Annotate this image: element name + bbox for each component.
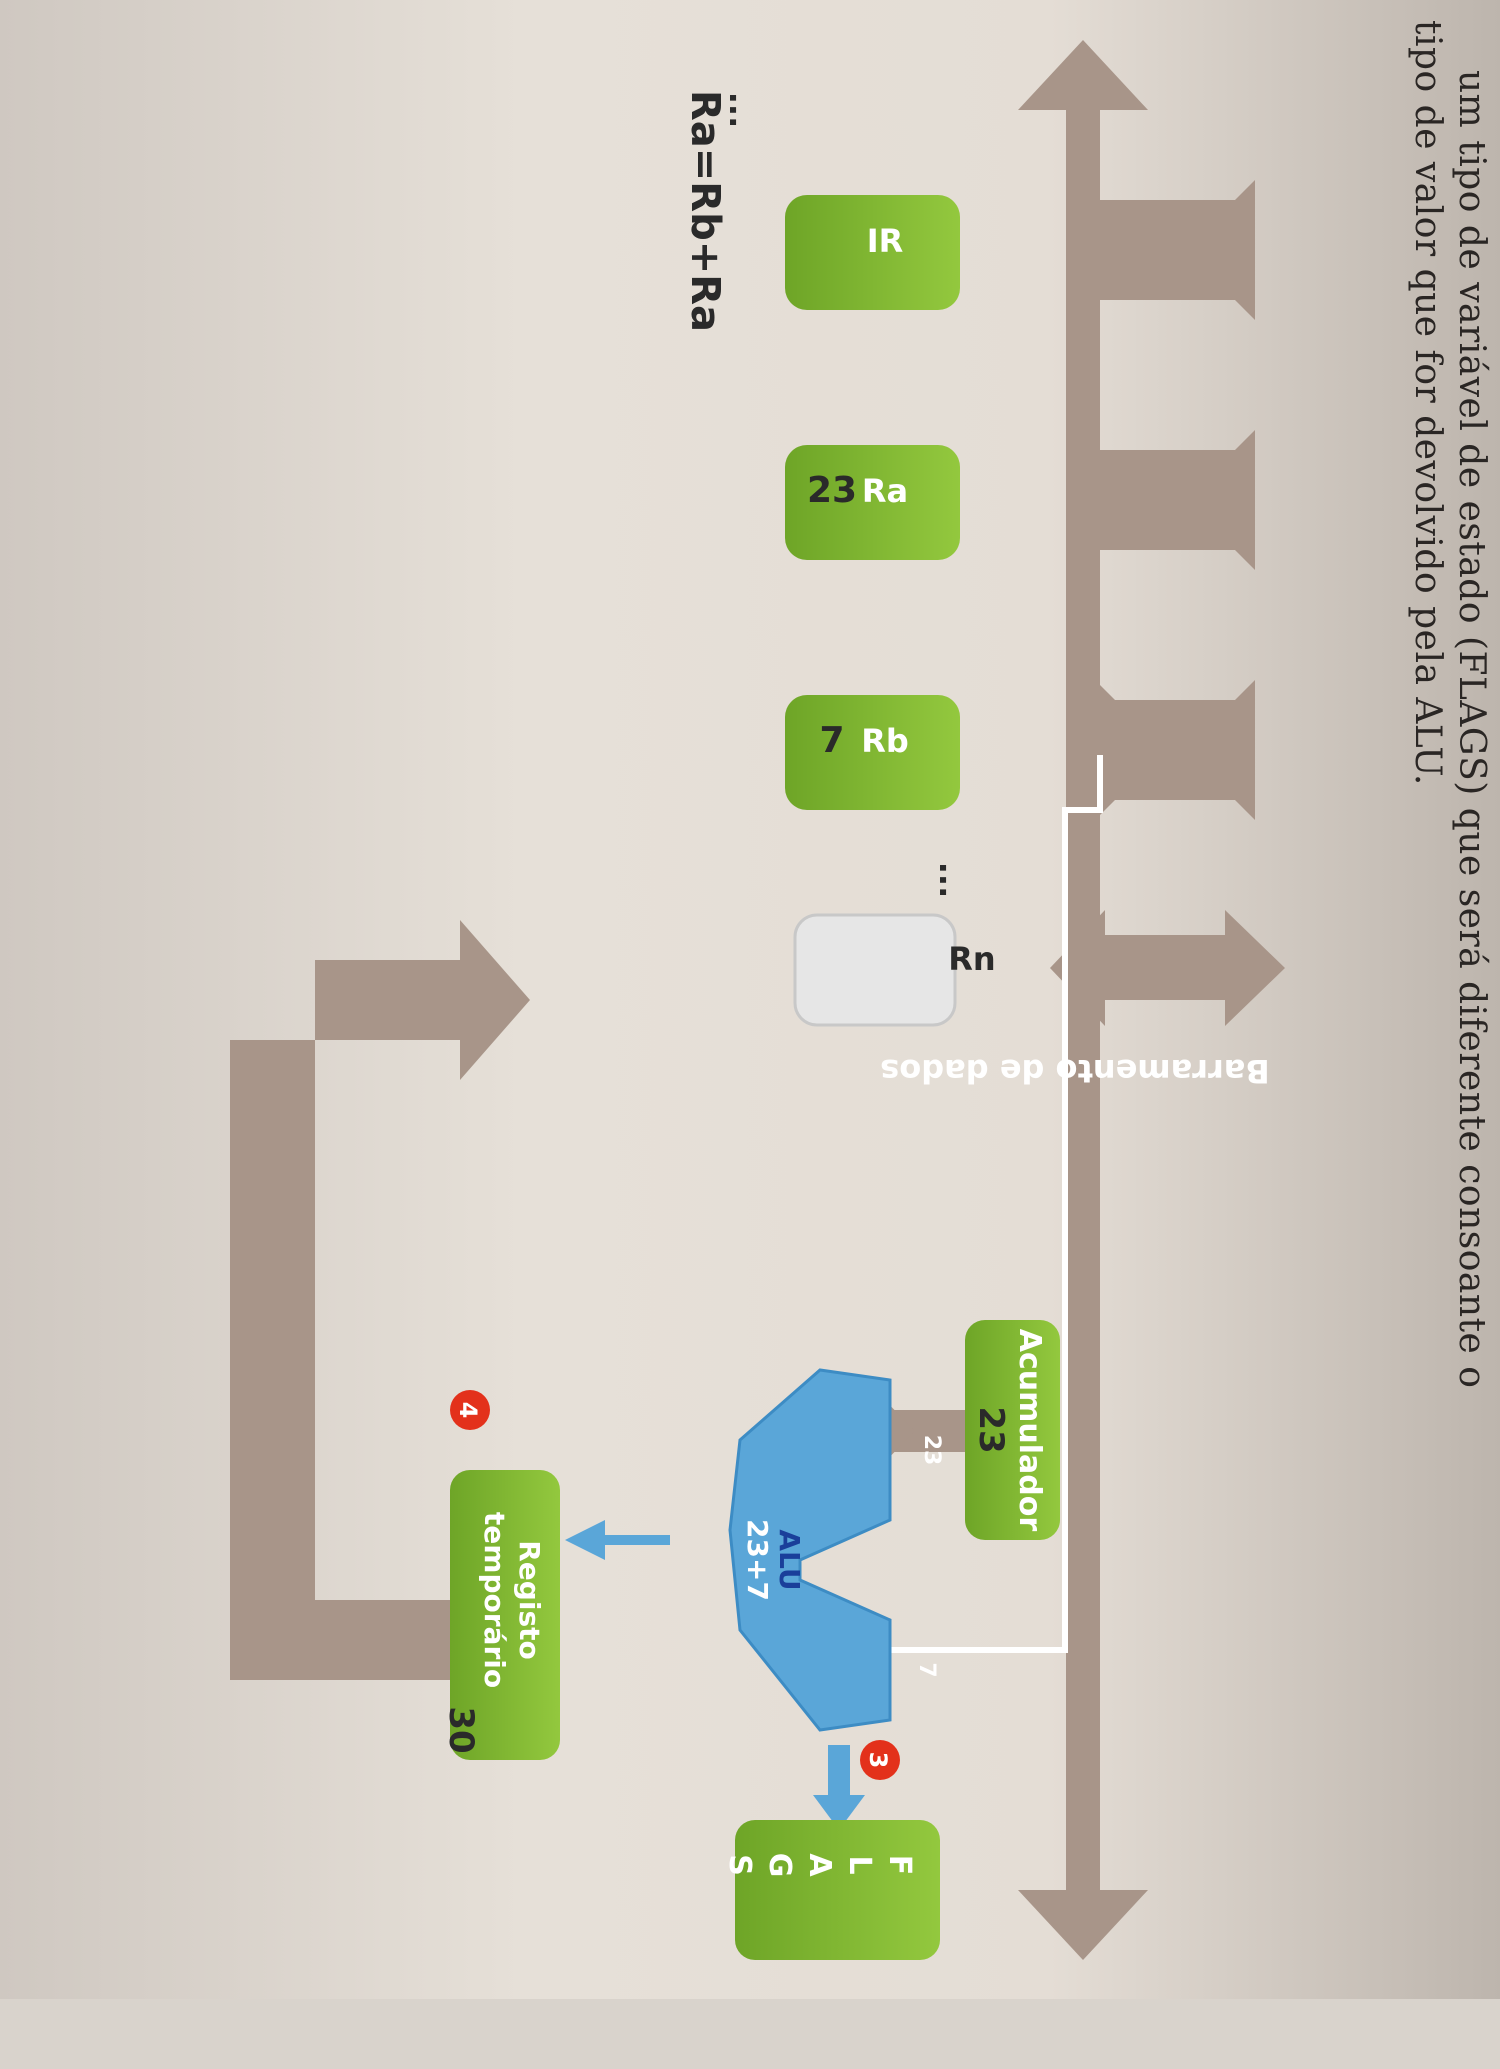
alu: ALU 23+7 23 7 xyxy=(565,1368,944,1732)
alu-expression: 23+7 xyxy=(741,1519,774,1601)
temp-register-label-line2: temporário xyxy=(478,1512,511,1688)
flags-letter-a: A xyxy=(802,1853,837,1877)
accumulator-value: 23 xyxy=(971,1406,1011,1453)
instruction-text: Ra=Rb+Ra xyxy=(682,90,728,332)
accumulator-box xyxy=(965,1320,1060,1540)
temp-register-label-line1: Registo xyxy=(513,1540,546,1659)
ra-value: 23 xyxy=(807,470,857,511)
intro-text-line1: um tipo de variável de estado (FLAGS) qu… xyxy=(1451,70,1492,1389)
ra-label: Ra xyxy=(862,472,908,510)
rb-box xyxy=(785,695,960,810)
temp-register-box xyxy=(450,1470,560,1760)
alu-shape xyxy=(728,1368,892,1732)
accumulator: Acumulador 23 xyxy=(875,1320,1060,1540)
alu-input-a: 23 xyxy=(919,1435,944,1466)
register-ellipsis: ... xyxy=(932,862,970,898)
register-ir: IR xyxy=(785,180,1255,320)
accumulator-label: Acumulador xyxy=(1012,1329,1047,1532)
alu-input-b: 7 xyxy=(914,1662,939,1677)
cpu-datapath-diagram: IR Ra 23 Rb 7 Rn ... ... xyxy=(230,40,1285,1960)
flags-letter-g: G xyxy=(762,1853,797,1878)
flags-letter-s: S xyxy=(722,1854,757,1876)
alu-to-flags-arrow xyxy=(813,1745,865,1830)
intro-text-line2: tipo de valor que for devolvido pela ALU… xyxy=(1407,20,1448,786)
rn-label: Rn xyxy=(948,940,995,978)
temp-register: Registo temporário 30 xyxy=(441,1470,560,1760)
step-4-badge: 4 xyxy=(450,1390,490,1430)
alu-output-arrow xyxy=(565,1520,605,1560)
left-ellipsis: ... xyxy=(722,92,760,128)
flags-register: F L A G S xyxy=(722,1820,940,1960)
textbook-page: um tipo de variável de estado (FLAGS) qu… xyxy=(230,20,1492,1960)
step-3-badge: 3 xyxy=(860,1740,900,1780)
rn-box xyxy=(793,913,957,1027)
ra-box xyxy=(785,445,960,560)
ir-label: IR xyxy=(867,222,904,260)
temp-register-value: 30 xyxy=(441,1706,481,1753)
rb-label: Rb xyxy=(861,722,909,760)
register-rb: Rb 7 xyxy=(785,680,1255,820)
flags-box xyxy=(735,1820,940,1960)
register-rn: Rn xyxy=(793,910,1285,1027)
svg-text:4: 4 xyxy=(454,1402,482,1419)
ir-box xyxy=(785,195,960,310)
register-ra: Ra 23 xyxy=(785,430,1255,570)
white-data-path-rb xyxy=(850,755,1103,1653)
svg-text:3: 3 xyxy=(864,1752,892,1769)
temp-register-return-arrow xyxy=(230,920,530,1680)
bus-label: Barramento de dados xyxy=(880,1052,1270,1090)
rb-value: 7 xyxy=(819,720,844,761)
flags-letter-f: F xyxy=(882,1855,917,1876)
flags-letter-l: L xyxy=(842,1855,877,1874)
alu-label: ALU xyxy=(773,1529,806,1590)
